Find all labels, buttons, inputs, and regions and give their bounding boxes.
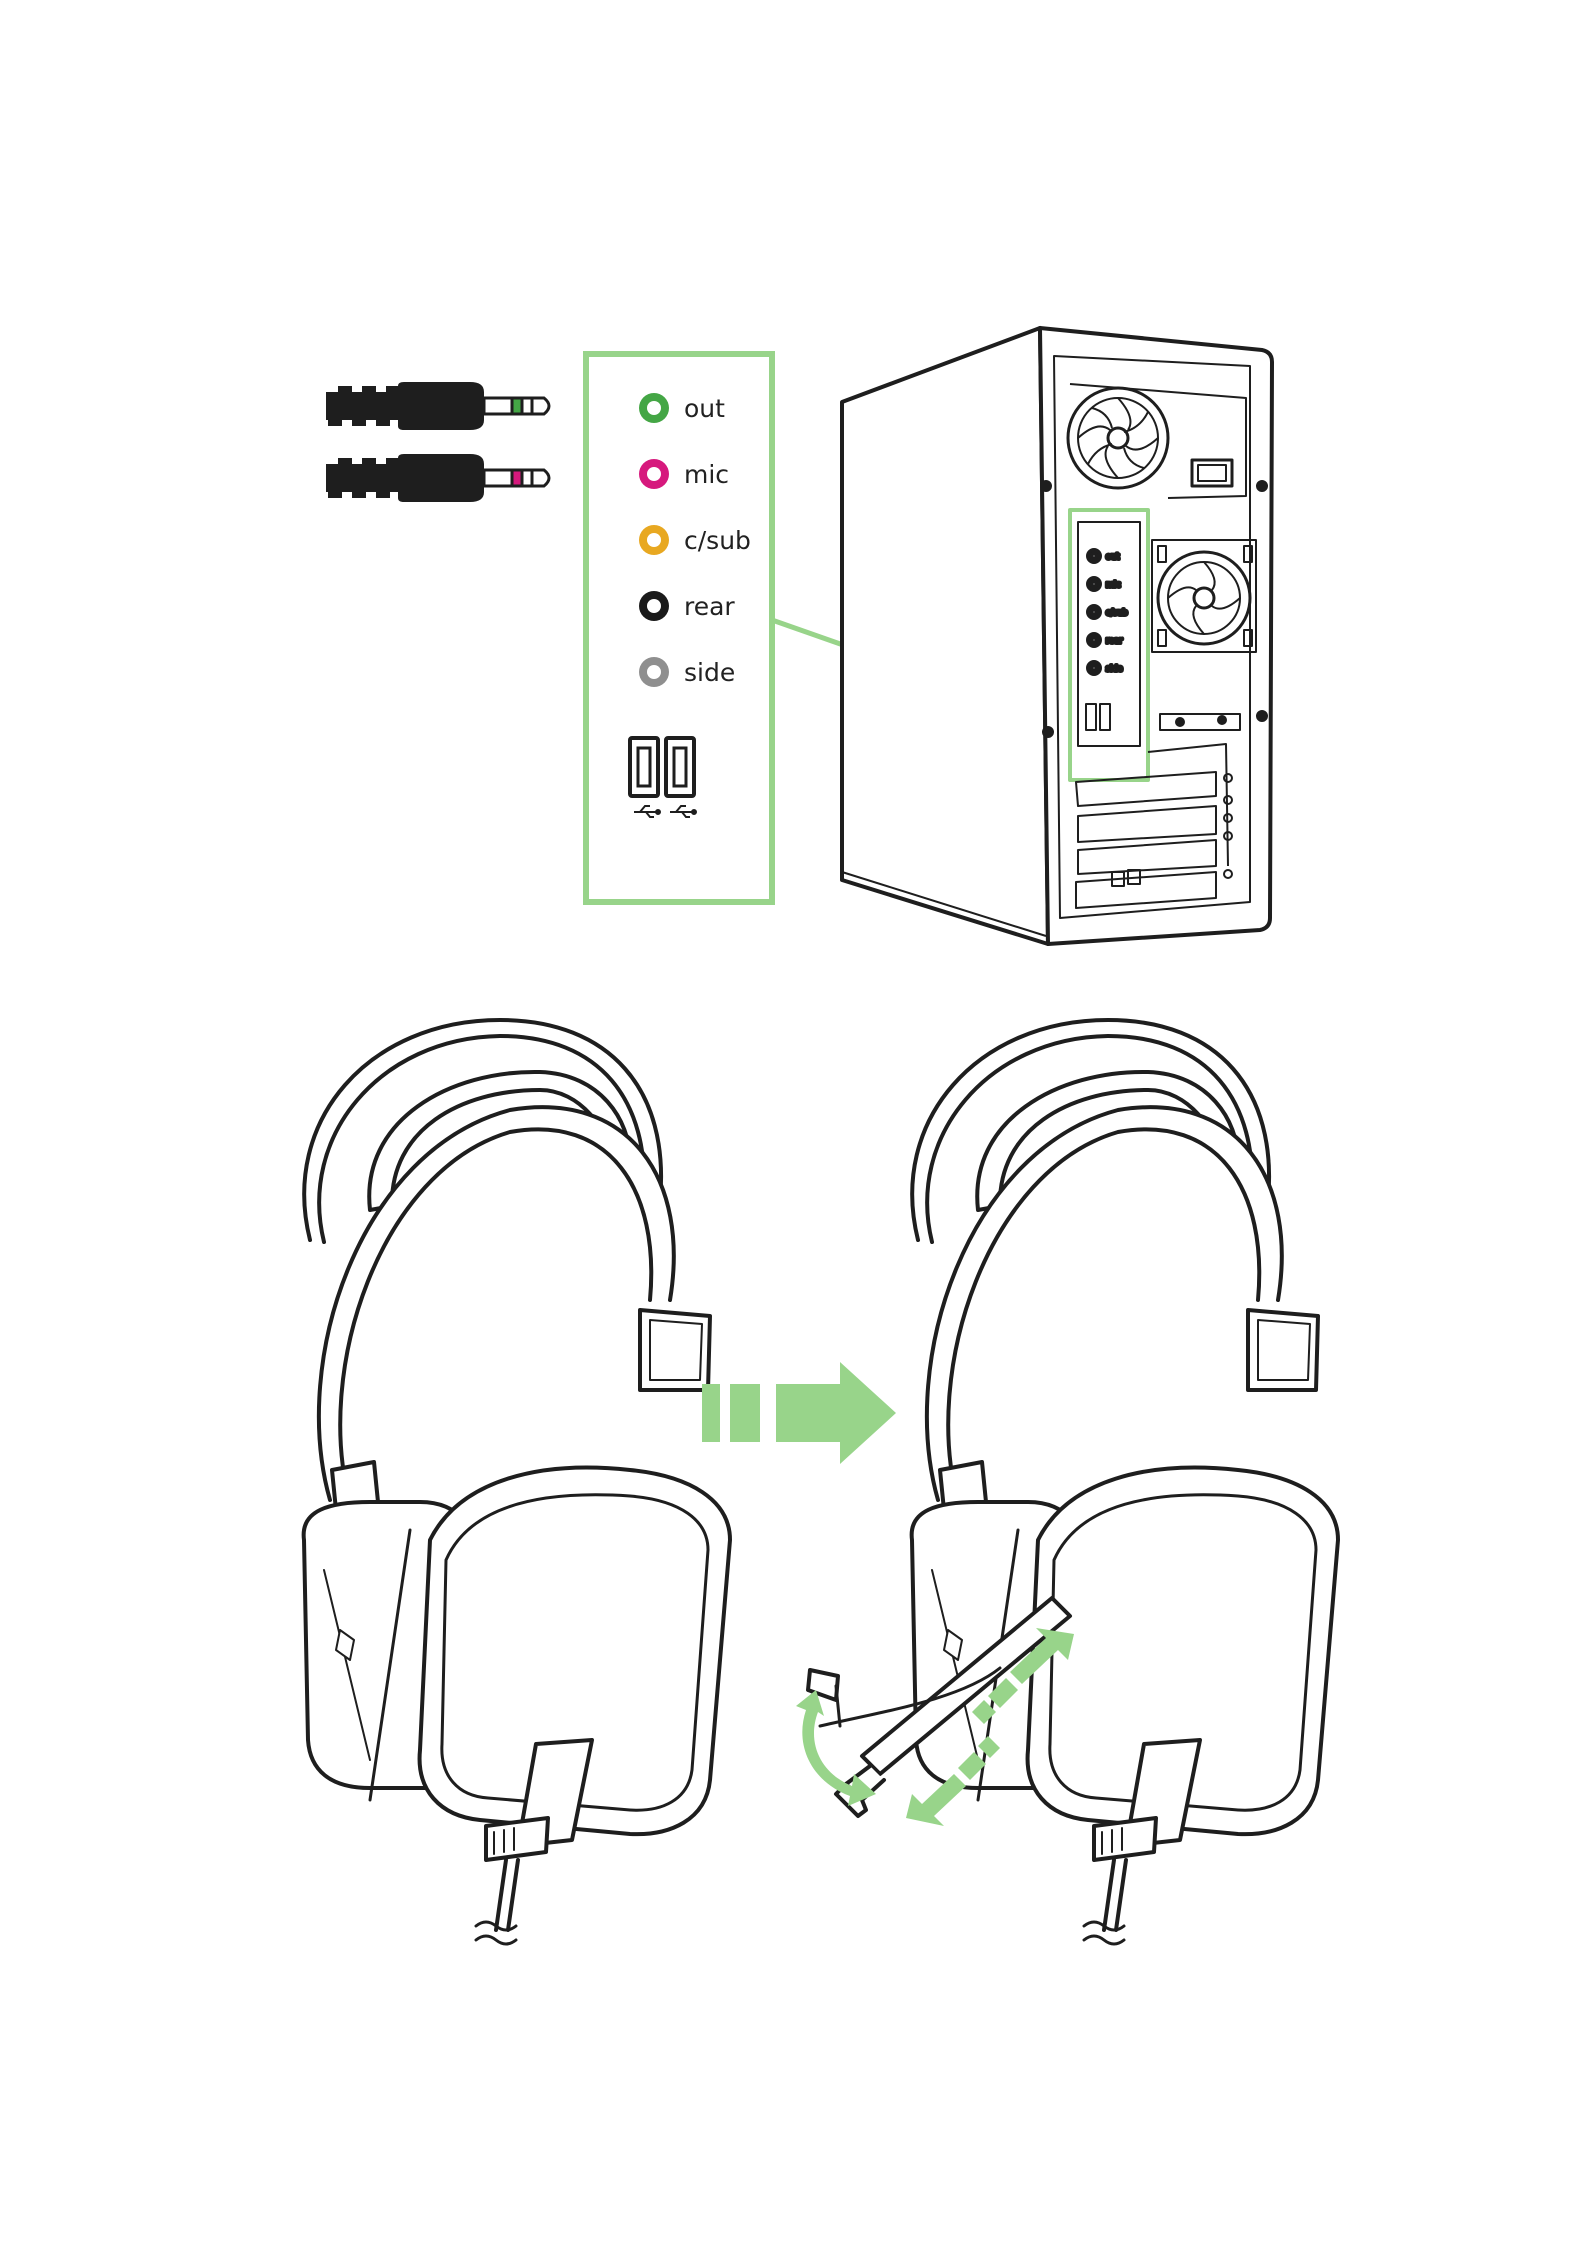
- mini-jack-label: c/sub: [1106, 608, 1127, 617]
- jack-mic-icon: [639, 459, 669, 489]
- mini-jack-icon: [1088, 634, 1100, 646]
- headset-before: [304, 1020, 730, 1944]
- arrow-right-icon: [702, 1362, 896, 1464]
- mini-jack-label: mic: [1106, 580, 1120, 589]
- connection-diagram: out mic c/sub rear side: [326, 328, 1272, 944]
- jack-label: side: [684, 658, 735, 687]
- rotate-arrow-icon: [796, 1690, 876, 1806]
- pc-tower: out mic c/sub rear side: [842, 328, 1272, 944]
- jack-side-icon: [639, 657, 669, 687]
- port-panel-zoom: out mic c/sub rear side: [586, 354, 772, 902]
- mini-jack-label: side: [1106, 664, 1122, 673]
- jack-label: out: [684, 394, 725, 423]
- jack-label: mic: [684, 460, 729, 489]
- jack-label: c/sub: [684, 526, 751, 555]
- mini-jack-icon: [1088, 606, 1100, 618]
- mini-jack-label: out: [1106, 552, 1119, 561]
- audio-plug: [326, 382, 549, 430]
- headset-after: [796, 1020, 1338, 1944]
- mic-plug: [326, 454, 549, 502]
- jack-label: rear: [684, 592, 735, 621]
- jack-csub-icon: [639, 525, 669, 555]
- mini-jack-label: rear: [1106, 636, 1123, 645]
- mini-jack-icon: [1088, 578, 1100, 590]
- jack-out-icon: [639, 393, 669, 423]
- mini-jack-icon: [1088, 550, 1100, 562]
- mini-jack-icon: [1088, 662, 1100, 674]
- jack-rear-icon: [639, 591, 669, 621]
